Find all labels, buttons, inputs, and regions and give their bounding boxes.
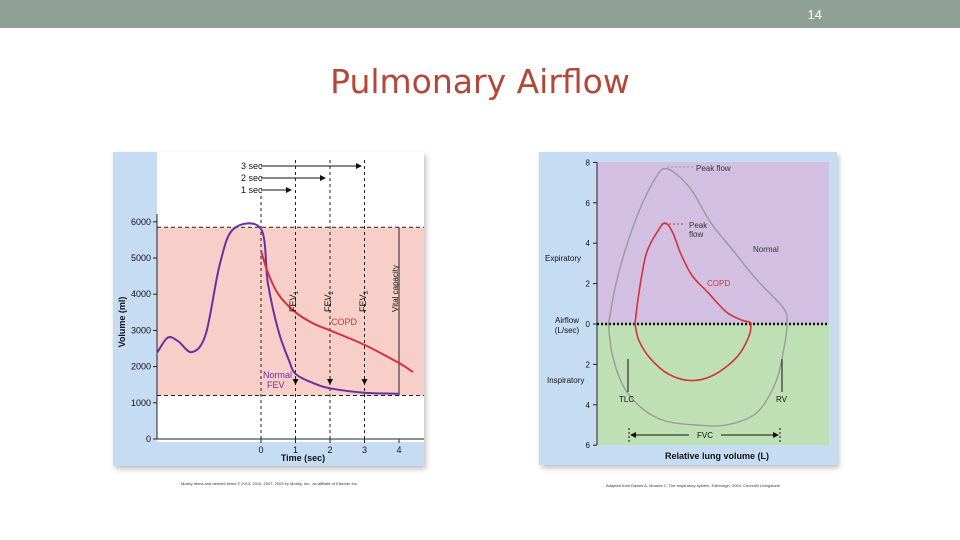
y-tick-label: 6	[586, 441, 591, 450]
y-tick-label: 8	[586, 158, 591, 167]
y-tick-label: 3000	[131, 325, 151, 335]
tlc-label: TLC	[619, 395, 634, 404]
x-tick-label: 0	[258, 445, 263, 455]
rv-label: RV	[776, 395, 788, 404]
flow-volume-chart: 8 6 4 2 0 2 4 6 Peak flow Peak flow Normal COPD…	[545, 158, 829, 461]
copd-loop-label: COPD	[707, 279, 730, 288]
slide-title: Pulmonary Airflow	[330, 62, 630, 101]
y-axis-title-airflow: Airflow	[555, 316, 579, 325]
y-axis-title: Volume (ml)	[117, 297, 127, 348]
y-tick-label: 4	[586, 239, 591, 248]
x-axis-title: Relative lung volume (L)	[665, 451, 769, 461]
one-sec-label: 1 sec	[241, 185, 263, 195]
y-tick-label: 4	[586, 401, 591, 410]
copd-loop	[634, 222, 752, 382]
x-tick-label: 1	[293, 445, 298, 455]
vital-capacity-label: Vital capacity	[391, 265, 400, 312]
y-tick-label: 0	[586, 320, 591, 329]
y-axis-title-units: (L/sec)	[555, 326, 580, 335]
y-tick-label: 6000	[131, 217, 151, 227]
top-bar: 14	[0, 0, 960, 28]
normal-series-label: Normal	[263, 370, 292, 380]
y-tick-label: 1000	[131, 398, 151, 408]
three-sec-label: 3 sec	[241, 161, 263, 171]
normal-fev-series-label: FEV	[267, 380, 285, 390]
y-tick-label: 5000	[131, 253, 151, 263]
right-figure-credit: Adapted from Davies A, Moores C: The res…	[606, 483, 781, 488]
fev1-label: FEV1	[288, 290, 300, 312]
fvc-label: FVC	[697, 431, 713, 440]
volume-time-chart: 0 1000 2000 3000 4000 5000 6000 0 1 2 3 4 3 sec 2 …	[117, 152, 424, 463]
normal-fev-line	[156, 222, 400, 395]
left-figure-credit: Mosby items and derived items © 2013, 20…	[181, 481, 358, 486]
x-tick-label: 4	[396, 445, 401, 455]
copd-series-label: COPD	[331, 317, 358, 327]
y-tick-label: 4000	[131, 289, 151, 299]
slide-number: 14	[807, 7, 822, 22]
x-tick-label: 2	[327, 445, 332, 455]
inspiratory-region	[597, 324, 829, 445]
fev-arrowhead	[361, 379, 368, 385]
flow-volume-loop-figure: 8 6 4 2 0 2 4 6 Peak flow Peak flow Normal COPD…	[539, 152, 837, 465]
duration-arrows: 3 sec 2 sec 1 sec	[241, 161, 362, 195]
y-tick-label: 2	[586, 280, 591, 289]
peak-flow-label: Peak flow	[696, 164, 731, 173]
y-tick-label: 2	[586, 360, 591, 369]
fev-arrowhead	[292, 379, 299, 385]
two-sec-label: 2 sec	[241, 173, 263, 183]
y-tick-label: 6	[586, 199, 591, 208]
x-axis-title: Time (sec)	[281, 453, 325, 463]
expiratory-region	[597, 162, 829, 324]
spirometry-volume-time-figure: 0 1000 2000 3000 4000 5000 6000 0 1 2 3 4 3 sec 2 …	[113, 152, 424, 466]
inspiratory-label: Inspiratory	[547, 376, 584, 385]
expiratory-label: Expiratory	[545, 254, 581, 263]
normal-loop-label: Normal	[753, 245, 779, 254]
fev-arrowhead	[327, 379, 333, 385]
normal-loop	[607, 167, 788, 427]
fev2-label: FEV2	[323, 290, 335, 312]
copd-line	[260, 250, 414, 373]
y-tick-label: 0	[146, 434, 151, 444]
copd-flow-label: flow	[689, 230, 703, 239]
x-tick-label: 3	[362, 445, 367, 455]
y-tick-label: 2000	[131, 362, 151, 372]
fev3-label: FEV3	[358, 290, 370, 312]
copd-peak-label: Peak	[689, 221, 708, 230]
